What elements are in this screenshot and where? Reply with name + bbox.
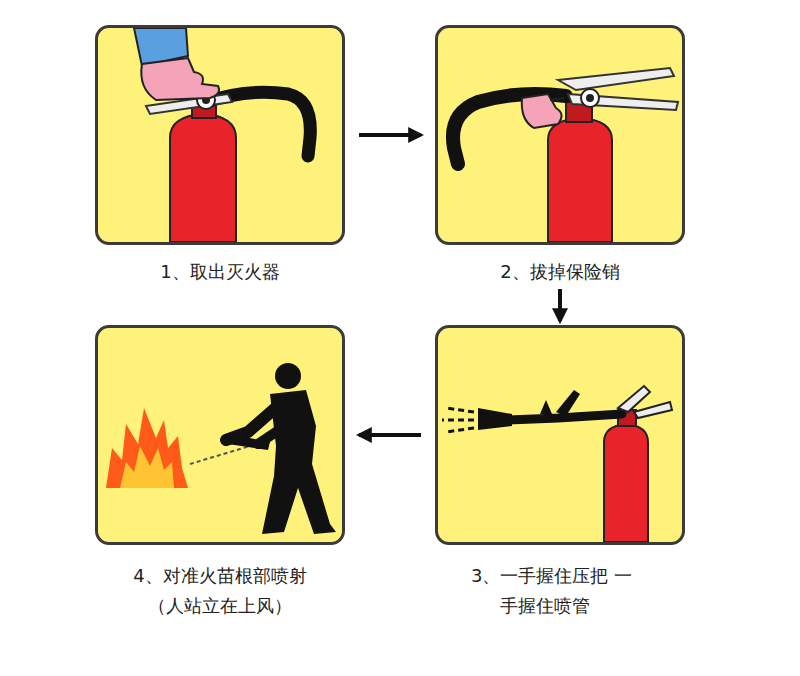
step-caption: 2、拔掉保险销: [435, 257, 685, 287]
step-arrow: [359, 433, 421, 437]
step-caption: 3、一手握住压把 一手握住喷管: [471, 561, 649, 621]
grip-illustration: [438, 328, 682, 542]
step-caption: 4、对准火苗根部喷射 （人站立在上风）: [128, 561, 312, 621]
pull-pin-illustration: [438, 28, 682, 242]
panel-frame: [95, 25, 345, 245]
extinguisher-illustration: [98, 28, 342, 242]
panel-frame: [435, 325, 685, 545]
panel-frame: [435, 25, 685, 245]
step-panel: 3、一手握住压把 一手握住喷管: [435, 325, 685, 621]
step-panel: 1、取出灭火器: [95, 25, 345, 287]
step-arrow: [359, 133, 421, 137]
step-panel: 4、对准火苗根部喷射 （人站立在上风）: [95, 325, 345, 621]
step-caption: 1、取出灭火器: [95, 257, 345, 287]
spray-illustration: [98, 328, 342, 542]
step-arrow: [558, 289, 562, 321]
panel-frame: [95, 325, 345, 545]
step-panel: 2、拔掉保险销: [435, 25, 685, 287]
